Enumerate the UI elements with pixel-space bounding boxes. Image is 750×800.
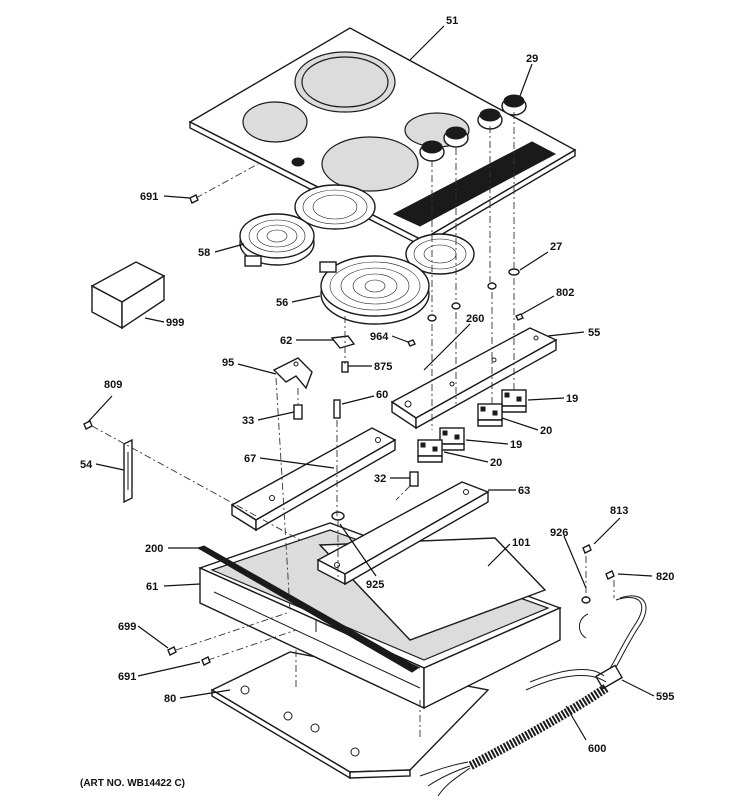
main-box: [198, 522, 562, 710]
callout-19-upper: 19: [566, 393, 578, 405]
burner-large: [319, 255, 430, 325]
callout-964: 964: [370, 331, 389, 343]
callout-809: 809: [104, 379, 122, 391]
callout-33: 33: [242, 415, 254, 427]
terminal-bracket: [390, 327, 558, 430]
callout-54: 54: [80, 459, 93, 471]
callout-27: 27: [550, 241, 562, 253]
burner-small-left: [239, 213, 315, 267]
callout-67: 67: [244, 453, 256, 465]
callout-200: 200: [145, 543, 163, 555]
left-bracket: [272, 357, 313, 390]
callout-802: 802: [556, 287, 574, 299]
callout-95: 95: [222, 357, 234, 369]
infinite-switches: [417, 389, 527, 463]
callout-691-top: 691: [140, 191, 158, 203]
callout-60: 60: [376, 389, 388, 401]
callout-925: 925: [366, 579, 384, 591]
callout-101: 101: [512, 537, 530, 549]
callout-20-upper: 20: [540, 425, 552, 437]
clip: [330, 335, 356, 349]
leader-lines: [87, 25, 655, 741]
callout-260: 260: [466, 313, 484, 325]
control-knobs: [419, 94, 527, 162]
callout-56: 56: [276, 297, 288, 309]
mounting-bracket: [123, 438, 133, 504]
conduit: [419, 684, 609, 797]
callout-62: 62: [280, 335, 292, 347]
callout-58: 58: [198, 247, 210, 259]
callout-20-lower: 20: [490, 457, 502, 469]
art-number: (ART NO. WB14422 C): [80, 778, 185, 789]
callout-29: 29: [526, 53, 538, 65]
parts-box: [90, 261, 166, 330]
callout-595: 595: [656, 691, 674, 703]
callout-691-bottom: 691: [118, 671, 136, 683]
callout-61: 61: [146, 581, 158, 593]
callout-80: 80: [164, 693, 176, 705]
callout-55: 55: [588, 327, 600, 339]
callout-699: 699: [118, 621, 136, 633]
callout-600: 600: [588, 743, 606, 755]
side-rail: [168, 545, 419, 673]
callout-32: 32: [374, 473, 386, 485]
burner-rear: [294, 184, 376, 230]
callout-813: 813: [610, 505, 628, 517]
callout-875: 875: [374, 361, 392, 373]
screws: [83, 194, 615, 666]
burner-right: [405, 233, 475, 275]
callout-63: 63: [518, 485, 530, 497]
callout-820: 820: [656, 571, 674, 583]
callout-926: 926: [550, 527, 568, 539]
glass-cooktop: [188, 27, 577, 248]
assembly-centerlines: [91, 112, 615, 740]
support-rail-right: [316, 481, 490, 586]
callout-999: 999: [166, 317, 184, 329]
support-rail-left: [230, 427, 397, 532]
callout-19-lower: 19: [510, 439, 522, 451]
wire-harness: [525, 595, 647, 691]
callout-51: 51: [446, 15, 458, 27]
callout-labels: 51 29 691 58 27 999 56 802 62 964 260 55…: [80, 15, 674, 789]
